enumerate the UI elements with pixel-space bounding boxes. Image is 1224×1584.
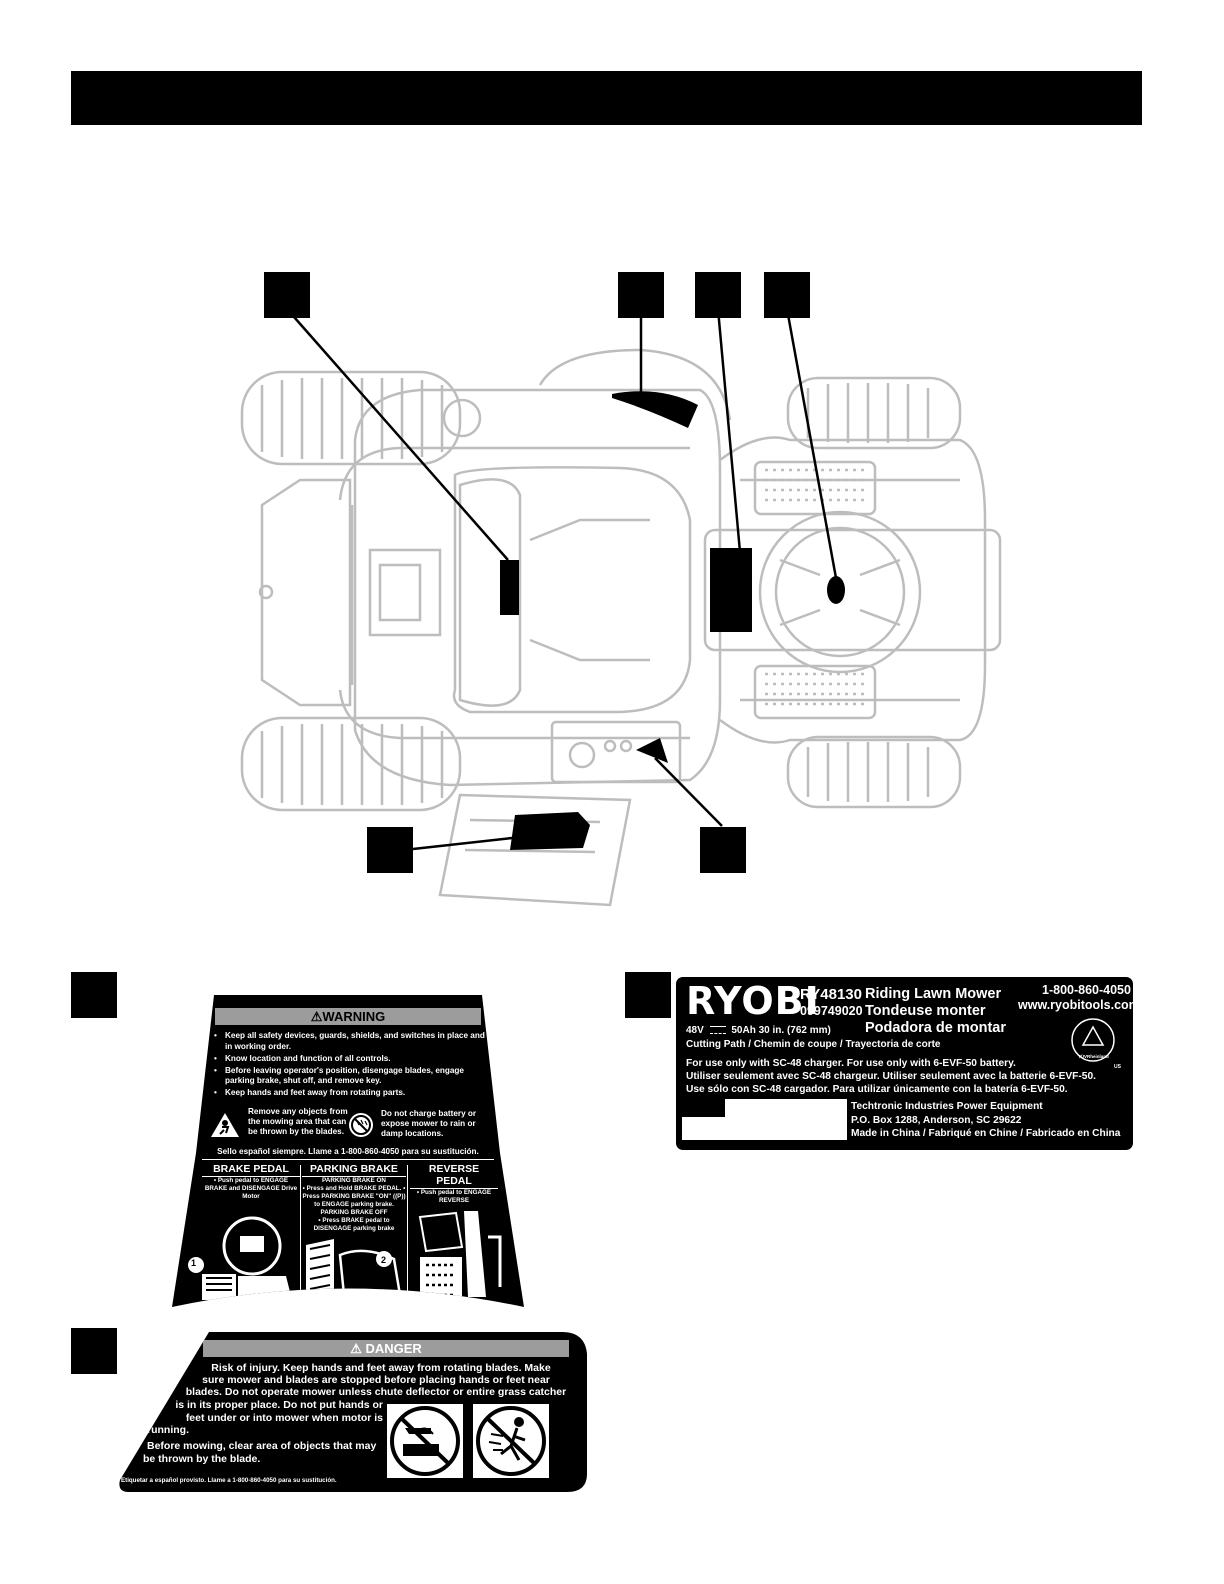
barcode-area <box>682 1099 847 1140</box>
battery-charging-text: Do not charge battery or expose mower to… <box>381 1109 477 1138</box>
brake-pedal-text: • Push pedal to ENGAGE BRAKE and DISENGA… <box>204 1177 298 1200</box>
pedal-divider <box>407 1165 408 1295</box>
tuv-certification-icon <box>1071 1018 1115 1062</box>
warning-triangle-icon: ⚠ <box>350 1341 366 1356</box>
warning-bullet: Keep hands and feet away from rotating p… <box>214 1088 494 1099</box>
parking-brake-on-steps: • Press and Hold BRAKE PEDAL. • Press PA… <box>302 1185 406 1208</box>
mower-outline <box>240 348 1002 907</box>
chute-decal-marker <box>510 812 590 850</box>
warning-bullet-list: Keep all safety devices, guards, shields… <box>214 1031 494 1100</box>
manufacturer-name: Techtronic Industries Power Equipment <box>851 1101 1043 1112</box>
panel-decal-marker <box>636 738 668 763</box>
no-charging-rain-icon <box>346 1111 376 1139</box>
brake-pedal-section: BRAKE PEDAL • Push pedal to ENGAGE BRAKE… <box>202 1163 300 1201</box>
decal-index-box-danger <box>71 1328 117 1374</box>
ryobi-logo: RYOBI <box>686 979 820 1023</box>
decal-location-markers <box>500 391 845 850</box>
deck-decal-marker <box>612 391 698 428</box>
callout-box-chute <box>367 827 413 873</box>
footrest-decal-marker <box>710 548 752 632</box>
reverse-pedal-title: REVERSE PEDAL <box>410 1163 498 1189</box>
warning-bullet: Know location and function of all contro… <box>214 1054 494 1065</box>
front-right-wheel <box>786 735 962 809</box>
voltage-rating: 48V 50Ah 30 in. (762 mm) <box>686 1025 831 1036</box>
step-number-2: 2 <box>381 1255 387 1265</box>
warning-bullet: Before leaving operator's position, dise… <box>214 1066 494 1087</box>
cutting-width: 30 in. (762 mm) <box>758 1025 831 1036</box>
thrown-objects-text: Remove any objects from the mowing area … <box>248 1107 348 1136</box>
callout-box-panel <box>700 827 746 873</box>
danger-line: Risk of injury. Keep hands and feet away… <box>211 1362 551 1374</box>
us-cert-mark: US <box>1114 1064 1121 1070</box>
parking-brake-section: PARKING BRAKE PARKING BRAKE ON • Press a… <box>302 1163 406 1233</box>
danger-decal: ⚠ DANGER Risk of injury. Keep hands and … <box>117 1332 587 1492</box>
usage-en: For use only with SC-48 charger. For use… <box>686 1058 1016 1069</box>
cutting-path-label: Cutting Path / Chemin de coupe / Trayect… <box>686 1039 941 1050</box>
model-number: RY48130 <box>800 986 862 1003</box>
decal-index-box-warning <box>71 972 117 1018</box>
usage-fr: Utiliser seulement avec SC-48 chargeur. … <box>686 1071 1096 1082</box>
danger-line: running. <box>147 1424 189 1436</box>
warning-triangle-icon: ⚠ <box>310 1009 323 1024</box>
product-name-es: Podadora de montar <box>865 1020 1006 1036</box>
reverse-pedal-illustration <box>416 1207 502 1303</box>
manufacturer-address: P.O. Box 1288, Anderson, SC 29622 <box>851 1115 1022 1126</box>
product-rating-label: RYOBI RY48130 099749020 Riding Lawn Mowe… <box>676 977 1140 1150</box>
reverse-pedal-text: • Push pedal to ENGAGE REVERSE <box>416 1189 492 1204</box>
reverse-pedal-section: REVERSE PEDAL • Push pedal to ENGAGE REV… <box>410 1163 498 1205</box>
danger-spanish-notice: Etiquetar a español provisto. Llame a 1-… <box>121 1477 337 1484</box>
dc-current-icon <box>709 1026 726 1035</box>
callout-box-deck <box>618 272 664 318</box>
pedal-divider <box>300 1165 301 1295</box>
tuv-cert-text: TÜVRheinland <box>1078 1054 1109 1059</box>
step-number-1: 1 <box>191 1258 197 1268</box>
callout-box-steering <box>764 272 810 318</box>
thrown-objects-warning-icon <box>210 1111 240 1139</box>
rear-left-wheel <box>240 370 462 466</box>
parking-brake-off-steps: • Press BRAKE pedal to DISENGAGE parking… <box>313 1217 395 1232</box>
callout-box-footrest <box>695 272 741 318</box>
decal-index-box-product-label <box>625 972 671 1018</box>
steering-decal-marker <box>827 576 845 604</box>
callout-box-seat <box>264 272 310 318</box>
danger-line: feet under or into mower when motor is <box>185 1412 383 1424</box>
danger-header: ⚠ DANGER <box>203 1340 569 1357</box>
danger-line: is in its proper place. Do not put hands… <box>175 1399 383 1411</box>
no-hands-under-deck-icon <box>387 1404 463 1478</box>
country-of-origin: Made in China / Fabriqué en Chine / Fabr… <box>851 1128 1121 1139</box>
warning-decal: ⚠WARNING Keep all safety devices, guards… <box>172 995 524 1311</box>
front-left-wheel <box>786 376 962 450</box>
battery-capacity: 50Ah <box>731 1025 756 1036</box>
product-name-fr: Tondeuse monter <box>865 1003 986 1019</box>
mower-top-view-diagram <box>240 308 1002 907</box>
danger-line: be thrown by the blade. <box>143 1453 261 1465</box>
no-bystanders-thrown-objects-icon <box>473 1404 549 1478</box>
callout-leader-lines <box>286 308 838 851</box>
parking-brake-on-label: PARKING BRAKE ON <box>322 1177 386 1184</box>
brake-pedal-title: BRAKE PEDAL <box>202 1163 300 1177</box>
product-name-en: Riding Lawn Mower <box>865 986 1002 1002</box>
parking-brake-title: PARKING BRAKE <box>302 1163 406 1177</box>
section-header-bar <box>71 71 1142 125</box>
parking-brake-off-label: PARKING BRAKE OFF <box>320 1209 388 1216</box>
part-number: 099749020 <box>800 1004 863 1018</box>
rear-right-wheel <box>240 716 462 812</box>
warning-header: ⚠WARNING <box>215 1008 481 1025</box>
parking-brake-illustration <box>304 1235 404 1303</box>
spanish-label-notice: Sello español siempre. Llame a 1-800-860… <box>202 1147 494 1160</box>
danger-line: blades. Do not operate mower unless chut… <box>185 1386 567 1398</box>
website-url: www.ryobitools.com <box>1018 998 1140 1012</box>
brake-pedal-illustration <box>182 1210 294 1302</box>
seat-decal-marker <box>500 560 519 615</box>
danger-line: sure mower and blades are stopped before… <box>202 1374 550 1386</box>
usage-es: Use sólo con SC-48 cargador. Para utiliz… <box>686 1084 1068 1095</box>
warning-bullet: Keep all safety devices, guards, shields… <box>214 1031 494 1052</box>
support-phone: 1-800-860-4050 <box>1042 983 1131 997</box>
danger-line: Before mowing, clear area of objects tha… <box>147 1440 377 1452</box>
